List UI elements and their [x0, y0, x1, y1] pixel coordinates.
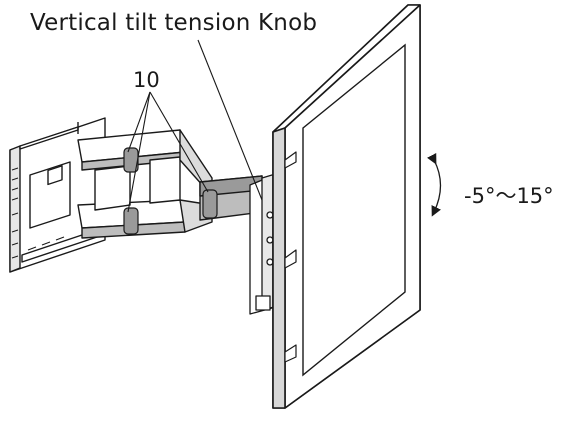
arm-joint-bands: [123, 147, 218, 235]
tilt-arrow: [426, 152, 442, 217]
tv-screen: [302, 43, 406, 377]
leader-lines: [127, 39, 263, 213]
tilt-range-label: -5°～15°: [464, 184, 554, 208]
part-number-label: 10: [133, 68, 160, 92]
tilt-knob-label: Vertical tilt tension Knob: [30, 10, 318, 36]
articulating-arm: [77, 129, 263, 239]
